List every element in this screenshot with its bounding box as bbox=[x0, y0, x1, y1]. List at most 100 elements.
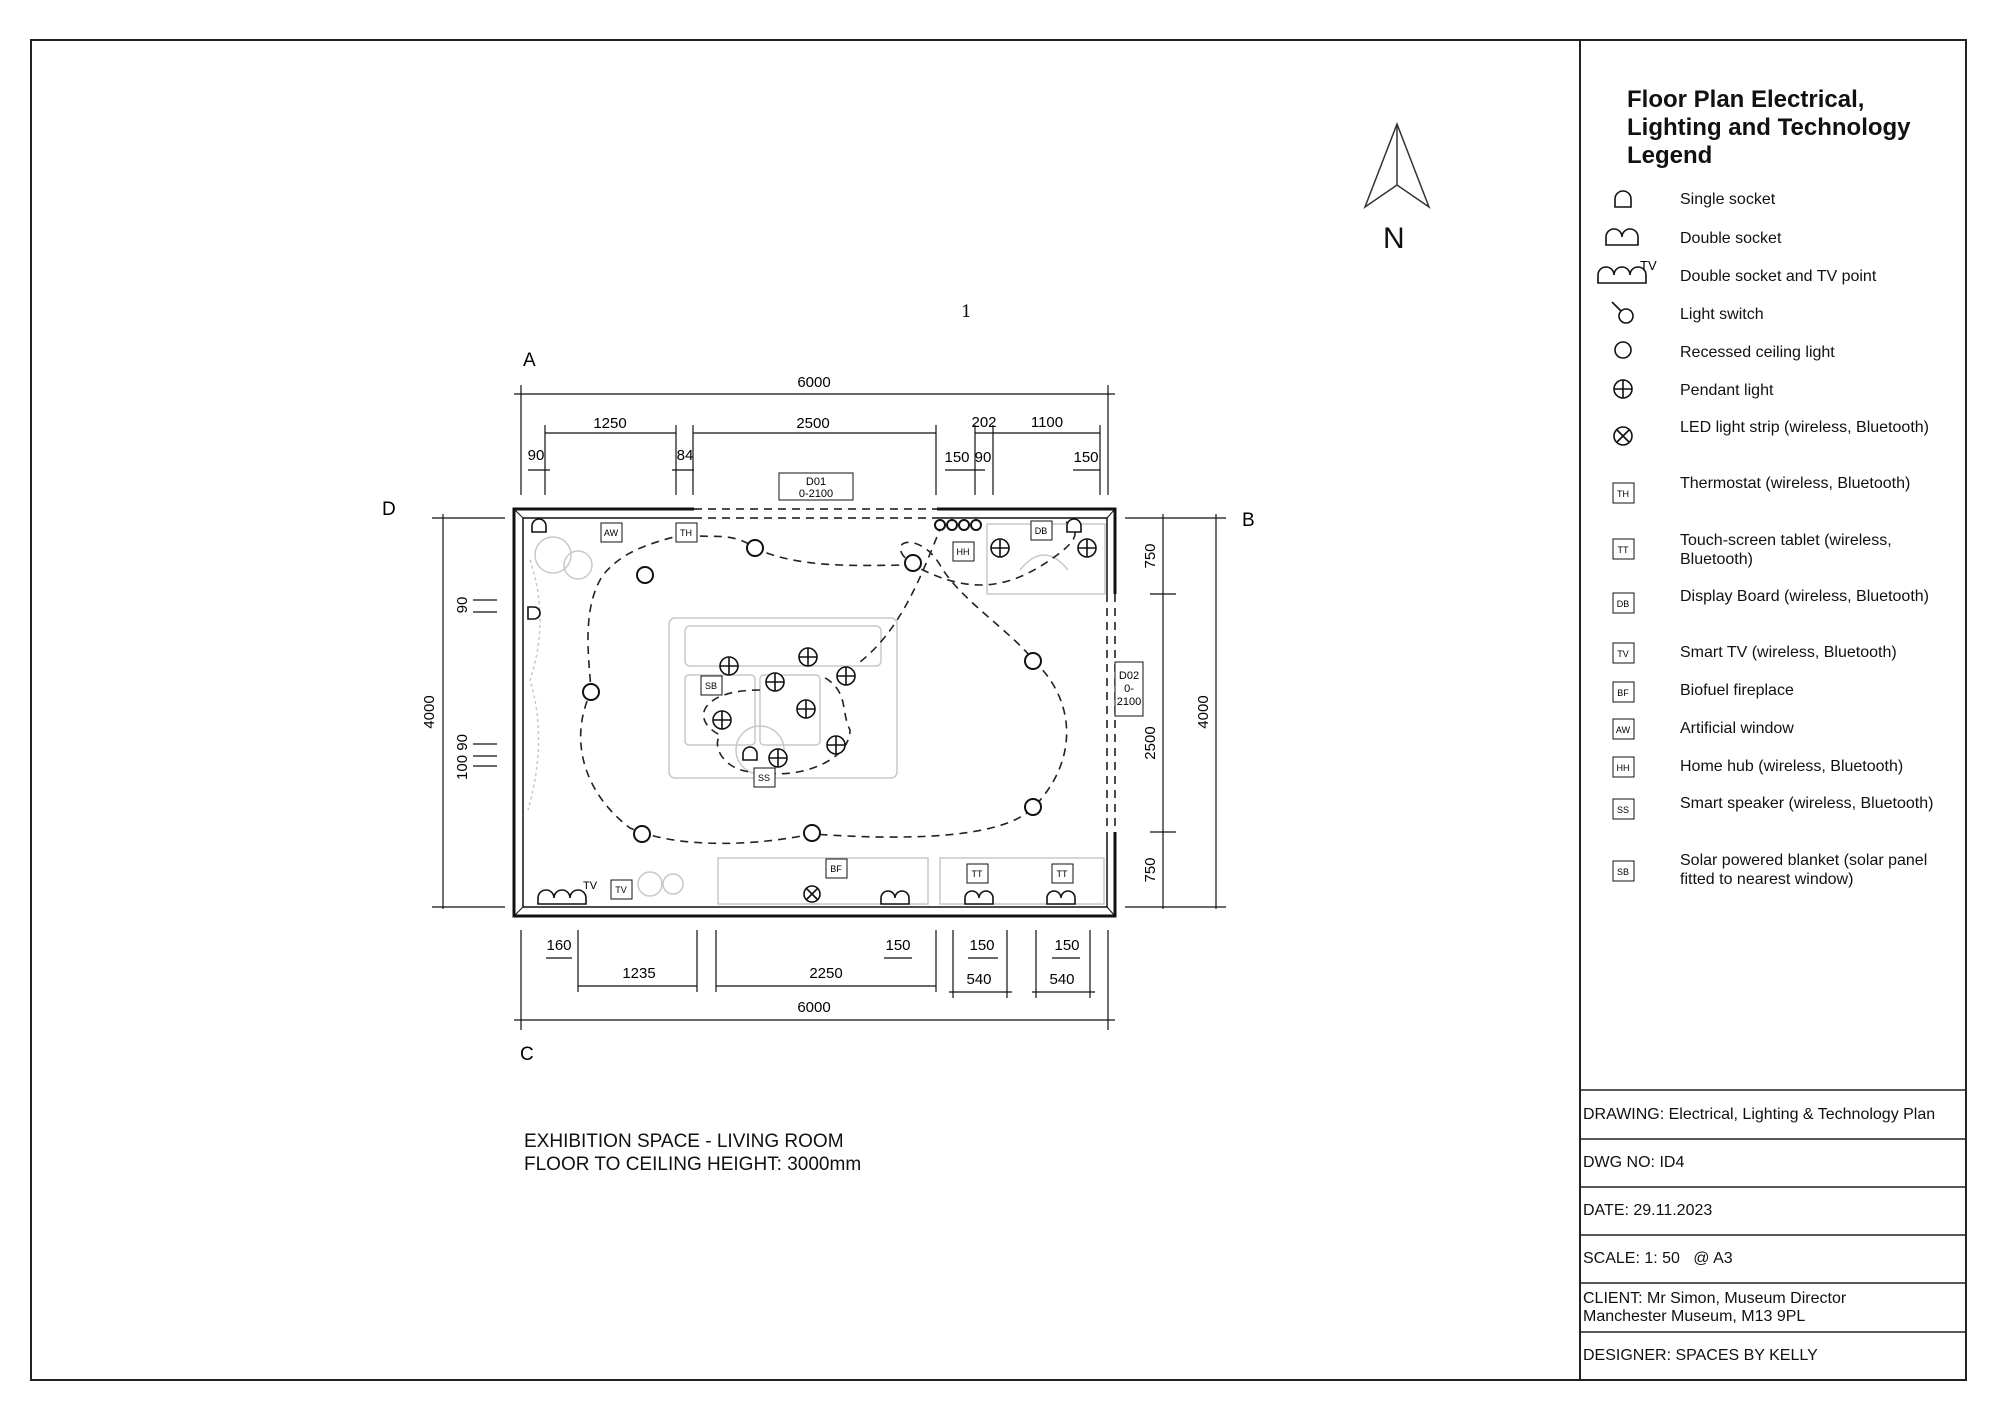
double-socket-tv-icon bbox=[1597, 266, 1647, 284]
biofuel-fireplace-icon: BF bbox=[1612, 681, 1635, 703]
legend-item: Recessed ceiling light bbox=[1596, 341, 1956, 381]
solar-blanket-icon: SB bbox=[1612, 860, 1635, 882]
title-block-client: CLIENT: Mr Simon, Museum Director Manche… bbox=[1580, 1283, 1966, 1332]
touch-tablet-icon: TT bbox=[966, 863, 989, 884]
home-hub-icon: HH bbox=[952, 541, 975, 562]
recessed-light-icon bbox=[1024, 652, 1042, 670]
pendant-light-icon bbox=[765, 672, 785, 692]
svg-text:202: 202 bbox=[971, 414, 996, 431]
legend-icons bbox=[1597, 190, 1647, 446]
legend-item: Solar powered blanket (solar panel fitte… bbox=[1596, 849, 1956, 889]
svg-text:540: 540 bbox=[966, 971, 991, 988]
wall-labels: A B C D bbox=[382, 350, 1255, 1065]
legend-item: Single socket bbox=[1596, 188, 1956, 228]
recessed-light-icon bbox=[958, 519, 970, 531]
legend-label: Biofuel fireplace bbox=[1680, 682, 1794, 699]
device-codes: AW TH DB HH SB SS BF TV TT TT bbox=[600, 520, 1074, 900]
svg-text:4000: 4000 bbox=[1195, 695, 1212, 728]
recessed-light-icon bbox=[1614, 341, 1632, 359]
smart-speaker-icon: SS bbox=[753, 767, 776, 788]
pendant-light-icon bbox=[712, 710, 732, 730]
dimension-lines bbox=[432, 385, 1226, 1030]
svg-text:A: A bbox=[523, 350, 536, 371]
svg-text:2100: 2100 bbox=[1117, 696, 1141, 708]
svg-text:90: 90 bbox=[975, 449, 992, 466]
room-name: EXHIBITION SPACE - LIVING ROOM bbox=[524, 1131, 844, 1152]
recessed-light-icon bbox=[582, 683, 600, 701]
sheet-border bbox=[30, 39, 1967, 1381]
title-block-drawing: DRAWING: Electrical, Lighting & Technolo… bbox=[1583, 1105, 1936, 1123]
recessed-light-icon bbox=[746, 539, 764, 557]
legend-item: Smart speaker (wireless, Bluetooth) bbox=[1596, 792, 1956, 832]
pendant-light-icon bbox=[798, 647, 818, 667]
dimension-labels-vertical: 4000 90 100 90 4000 750 2500 750 bbox=[421, 543, 1212, 882]
double-socket-icon bbox=[880, 890, 910, 905]
artificial-window-icon: AW bbox=[1612, 718, 1635, 740]
recessed-light-icon bbox=[633, 825, 651, 843]
pendant-light-icon bbox=[826, 735, 846, 755]
svg-text:150: 150 bbox=[1073, 449, 1098, 466]
svg-text:TT: TT bbox=[1057, 869, 1068, 879]
svg-text:TH: TH bbox=[680, 528, 692, 538]
single-socket-icon bbox=[531, 518, 547, 533]
svg-text:100 90: 100 90 bbox=[454, 734, 471, 780]
single-socket-icon bbox=[1066, 518, 1082, 533]
legend-label: Artificial window bbox=[1680, 720, 1794, 737]
thermostat-icon: TH bbox=[675, 522, 698, 543]
recessed-light-icon bbox=[1024, 798, 1042, 816]
legend-item: Double socket bbox=[1596, 227, 1956, 267]
svg-text:160: 160 bbox=[546, 937, 571, 954]
svg-text:TT: TT bbox=[1618, 545, 1629, 555]
legend-label: Pendant light bbox=[1680, 382, 1774, 399]
svg-text:TT: TT bbox=[972, 869, 983, 879]
recessed-light-icon bbox=[946, 519, 958, 531]
svg-text:750: 750 bbox=[1142, 543, 1159, 568]
smart-tv-icon: TV bbox=[1612, 642, 1635, 664]
legend-label: LED light strip (wireless, Bluetooth) bbox=[1680, 419, 1929, 436]
legend-item: Light switch bbox=[1596, 303, 1956, 343]
svg-text:AW: AW bbox=[1616, 725, 1631, 735]
legend-item: LED light strip (wireless, Bluetooth) bbox=[1596, 416, 1956, 456]
double-socket-icon bbox=[964, 890, 994, 905]
legend-label: Smart TV (wireless, Bluetooth) bbox=[1680, 644, 1897, 661]
single-socket-icon bbox=[742, 746, 758, 761]
svg-text:SS: SS bbox=[758, 773, 770, 783]
svg-text:150: 150 bbox=[885, 937, 910, 954]
legend-label: Home hub (wireless, Bluetooth) bbox=[1680, 758, 1904, 775]
svg-text:2500: 2500 bbox=[1142, 726, 1159, 759]
double-socket-icon bbox=[1046, 890, 1076, 905]
recessed-light-icon bbox=[970, 519, 982, 531]
door-d01-tag: D01 0-2100 bbox=[778, 472, 854, 501]
svg-text:2500: 2500 bbox=[796, 415, 829, 432]
title-block-date: DATE: 29.11.2023 bbox=[1583, 1202, 1713, 1219]
tv-point-label: TV bbox=[583, 880, 598, 892]
svg-text:AW: AW bbox=[604, 528, 619, 538]
svg-text:SB: SB bbox=[1617, 867, 1629, 877]
plan-note: EXHIBITION SPACE - LIVING ROOM FLOOR TO … bbox=[524, 1130, 861, 1176]
recessed-light-icon bbox=[803, 824, 821, 842]
svg-text:C: C bbox=[520, 1044, 534, 1065]
lighting-circuit bbox=[579, 521, 1076, 845]
legend-tv-badge: TV bbox=[1640, 258, 1657, 273]
svg-text:4000: 4000 bbox=[421, 695, 438, 728]
svg-text:DB: DB bbox=[1617, 599, 1630, 609]
svg-text:SS: SS bbox=[1617, 805, 1629, 815]
furniture-outlines bbox=[527, 523, 1106, 905]
legend-item: Biofuel fireplace bbox=[1596, 679, 1956, 719]
smart-speaker-icon: SS bbox=[1612, 798, 1635, 820]
svg-text:TV: TV bbox=[1617, 649, 1629, 659]
display-board-icon: DB bbox=[1612, 592, 1635, 614]
light-switch-icon bbox=[1611, 301, 1634, 324]
led-strip-icon bbox=[1613, 426, 1633, 446]
svg-text:DB: DB bbox=[1035, 526, 1048, 536]
legend-label: Display Board (wireless, Bluetooth) bbox=[1680, 588, 1929, 605]
pendant-light-icon bbox=[1613, 379, 1633, 399]
svg-text:1235: 1235 bbox=[622, 965, 655, 982]
smart-tv-icon: TV bbox=[610, 879, 633, 900]
double-socket-icon bbox=[1605, 228, 1639, 246]
legend-item: Touch-screen tablet (wireless, Bluetooth… bbox=[1596, 529, 1956, 569]
title-block-designer: DESIGNER: SPACES BY KELLY bbox=[1583, 1347, 1818, 1364]
legend-label: Double socket and TV point bbox=[1680, 268, 1877, 285]
title-block-dwg-no: DWG NO: ID4 bbox=[1583, 1154, 1685, 1171]
